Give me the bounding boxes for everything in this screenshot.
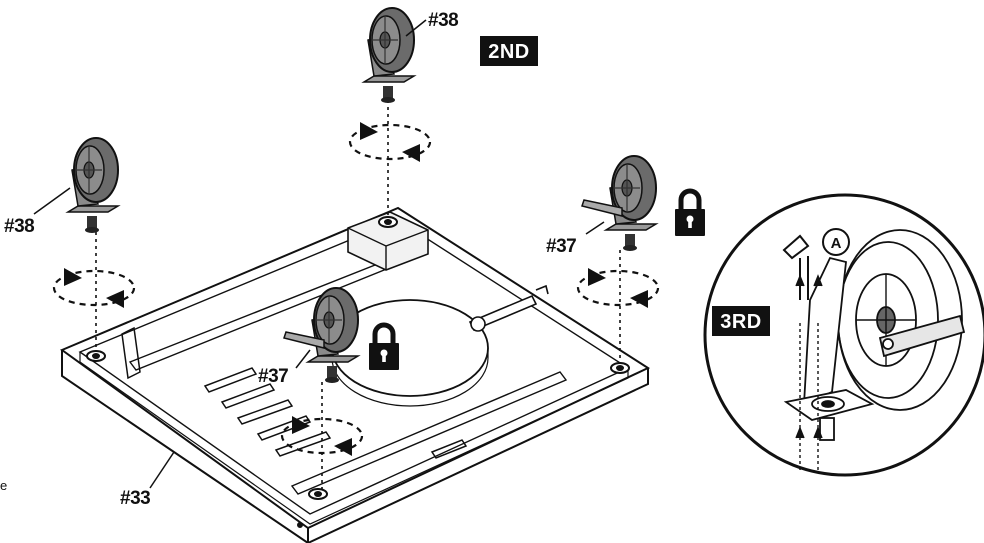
caster-right [582,156,656,251]
callout-a: A [831,235,842,252]
rotate-arrow-icon [52,266,136,310]
detail-circle: A 3RD [703,193,984,477]
step-tag-2nd: 2ND [480,36,538,66]
edge-text: e [0,478,7,493]
label-caster-left: #38 [4,216,34,237]
svg-text:3RD: 3RD [720,311,762,333]
rotate-arrow-icon [348,120,432,164]
label-caster-front: #37 [258,366,288,387]
rotate-arrow-icon [576,266,660,310]
guide-lines [95,100,621,490]
padlock-icon [675,191,705,236]
leader-lines [33,19,605,489]
step-tag-3rd: 3RD [712,306,770,336]
label-caster-top: #38 [428,10,458,31]
caster-top [363,7,415,104]
label-base: #33 [120,488,150,509]
base-frame [59,206,651,543]
svg-text:2ND: 2ND [488,41,530,63]
caster-left [67,137,119,234]
label-caster-right: #37 [546,236,576,257]
